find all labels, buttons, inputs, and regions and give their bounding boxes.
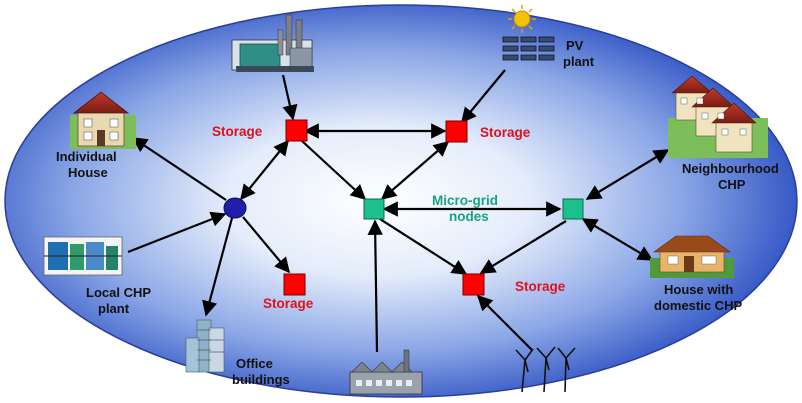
- storage-label-mid-left: Storage: [263, 296, 314, 311]
- labels: PV plant Individual House Local CHP plan…: [56, 38, 779, 387]
- line-storage-right-to-node-left: [380, 140, 450, 201]
- microgrid-nodes-label-line1: Micro-grid: [432, 193, 498, 208]
- line-wind-storage: [476, 294, 533, 351]
- office-buildings-icon: [185, 319, 225, 373]
- line-node-right-storage-bottom: [479, 220, 567, 274]
- storage-label-top-left: Storage: [212, 124, 263, 139]
- neighbourhood-chp-label-line1: Neighbourhood: [682, 161, 779, 176]
- line-hub-storage-mid: [242, 216, 290, 274]
- connections: [127, 69, 670, 353]
- line-storage-to-node-left: [301, 140, 367, 201]
- line-chp-hub: [127, 211, 227, 254]
- microgrid-node-left: [363, 198, 385, 220]
- house-chp-label-line2: domestic CHP: [654, 298, 742, 313]
- storage-node-bottom: [462, 273, 485, 296]
- pv-plant-label-line1: PV: [566, 38, 584, 53]
- line-pv-to-storage: [461, 69, 506, 124]
- pv-panels-icon: [502, 36, 555, 61]
- local-chp-label-line1: Local CHP: [86, 285, 151, 300]
- microgrid-nodes-label-line2: nodes: [449, 209, 489, 224]
- neighbourhood-chp-label-line2: CHP: [718, 177, 746, 192]
- sun-icon: [508, 5, 536, 33]
- individual-house-label-line2: House: [68, 165, 108, 180]
- individual-house-label-line1: Individual: [56, 149, 117, 164]
- storage-node-mid-left: [283, 273, 306, 296]
- house-chp-label-line1: House with: [664, 282, 733, 297]
- line-factory-node: [367, 219, 383, 353]
- local-chp-label-line2: plant: [98, 301, 130, 316]
- line-node-neighbourhood: [585, 149, 670, 200]
- line-power-plant-to-storage: [281, 74, 298, 121]
- neighbourhood-houses-icon: [668, 75, 768, 158]
- pv-plant-label-line2: plant: [563, 54, 595, 69]
- house-with-chp-icon: [650, 235, 734, 278]
- central-hub-node: [223, 197, 247, 219]
- storage-node-top-left: [285, 119, 308, 142]
- office-buildings-label-line2: buildings: [232, 372, 290, 387]
- line-hub-house: [131, 137, 227, 201]
- local-chp-plant-icon: [43, 236, 123, 276]
- factory-icon: [349, 349, 423, 395]
- storage-node-top-right: [445, 120, 468, 143]
- line-node-house-chp: [581, 218, 654, 261]
- storage-label-top-right: Storage: [480, 125, 531, 140]
- microgrid-node-right: [562, 198, 584, 220]
- line-hub-office: [202, 217, 234, 317]
- individual-house-icon: [70, 91, 136, 149]
- storage-label-bottom: Storage: [515, 279, 566, 294]
- line-node-storage-bottom: [379, 218, 468, 275]
- office-buildings-label-line1: Office: [236, 356, 273, 371]
- line-hub-storage: [240, 139, 289, 201]
- power-plant-icon: [231, 14, 314, 72]
- wind-turbines-icon: [515, 346, 576, 393]
- background-ellipse: [4, 4, 798, 398]
